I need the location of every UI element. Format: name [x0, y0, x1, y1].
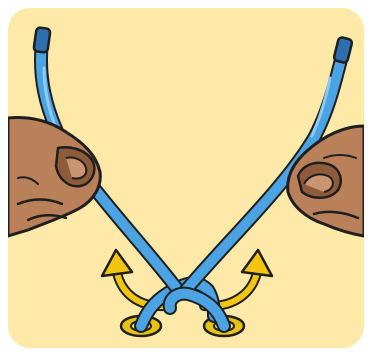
left-lace-tip [33, 27, 50, 53]
illustration-panel [8, 8, 364, 348]
shoelace-illustration [8, 8, 364, 348]
